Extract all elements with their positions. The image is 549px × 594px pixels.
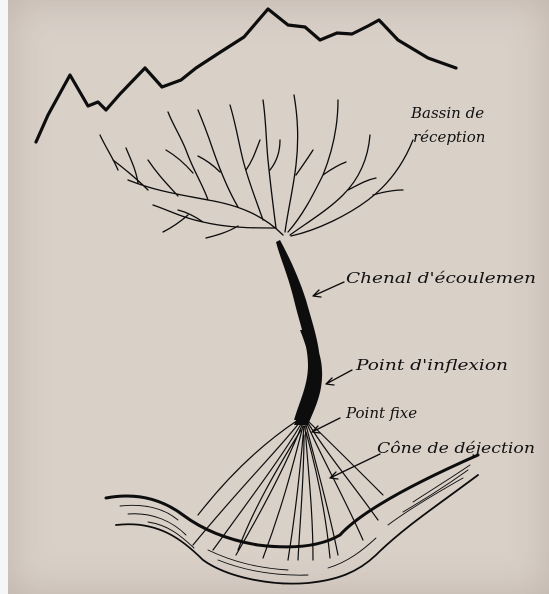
mountain-ridge: [36, 9, 456, 142]
torrent-diagram: Bassin de réception Chenal d'écoulemen P…: [8, 0, 549, 594]
paper-sheet: Bassin de réception Chenal d'écoulemen P…: [8, 0, 549, 594]
label-chenal: Chenal d'écoulemen: [346, 269, 536, 287]
label-cone: Cône de déjection: [377, 439, 535, 457]
label-inflexion: Point d'inflexion: [355, 356, 508, 374]
arrow-cone: [330, 454, 380, 479]
arrow-point-fixe: [312, 418, 340, 433]
label-bassin-line2: réception: [413, 128, 485, 146]
label-arrows: [312, 282, 380, 479]
basin-tributaries: [100, 95, 413, 238]
arrow-inflexion: [326, 370, 352, 385]
label-bassin-line1: Bassin de: [410, 104, 484, 122]
arrow-chenal: [313, 282, 344, 297]
valley-floor: [106, 455, 478, 584]
fan-distributaries: [193, 420, 383, 560]
label-point-fixe: Point fixe: [345, 404, 417, 422]
